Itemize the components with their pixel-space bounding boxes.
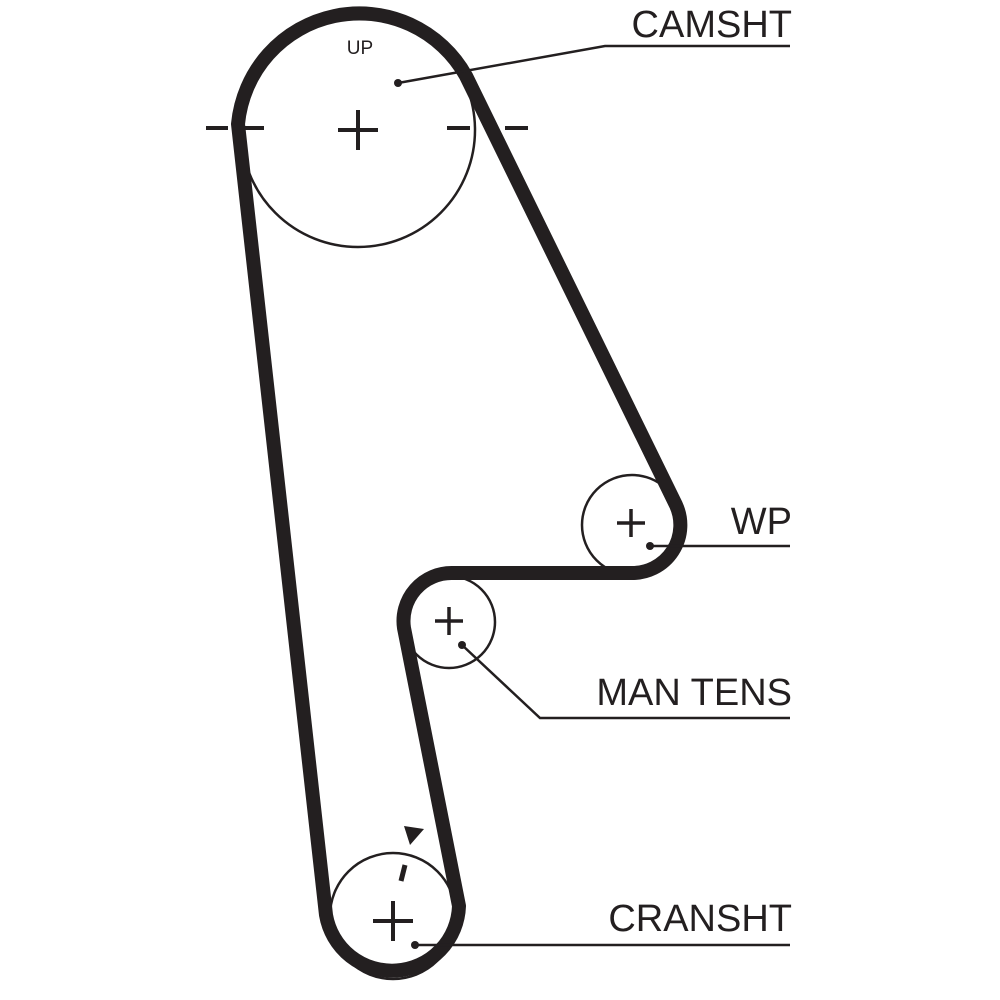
manual-tensioner-label: MAN TENS xyxy=(596,672,792,714)
timing-belt xyxy=(231,6,688,978)
camshaft-leader-dot xyxy=(394,79,402,87)
camshaft-label: CAMSHT xyxy=(632,4,792,46)
wp-center-cross-icon xyxy=(617,509,645,537)
tensioner-leader xyxy=(461,644,790,720)
tensioner-center-cross-icon xyxy=(435,607,463,635)
tensioner-leader-dot xyxy=(458,641,466,649)
crankshaft-center-cross-icon xyxy=(373,901,413,941)
crankshaft-leader-dot xyxy=(411,941,419,949)
up-label: UP xyxy=(347,38,373,59)
wp-leader-dot xyxy=(646,542,654,550)
crank-timing-mark xyxy=(398,864,408,882)
leader-lines xyxy=(397,44,790,947)
crankshaft-label: CRANSHT xyxy=(608,898,792,940)
rotation-arrow-icon xyxy=(404,826,424,845)
camshaft-center-cross-icon xyxy=(338,110,378,150)
water-pump-label: WP xyxy=(731,501,792,543)
camshaft-leader xyxy=(397,44,790,85)
